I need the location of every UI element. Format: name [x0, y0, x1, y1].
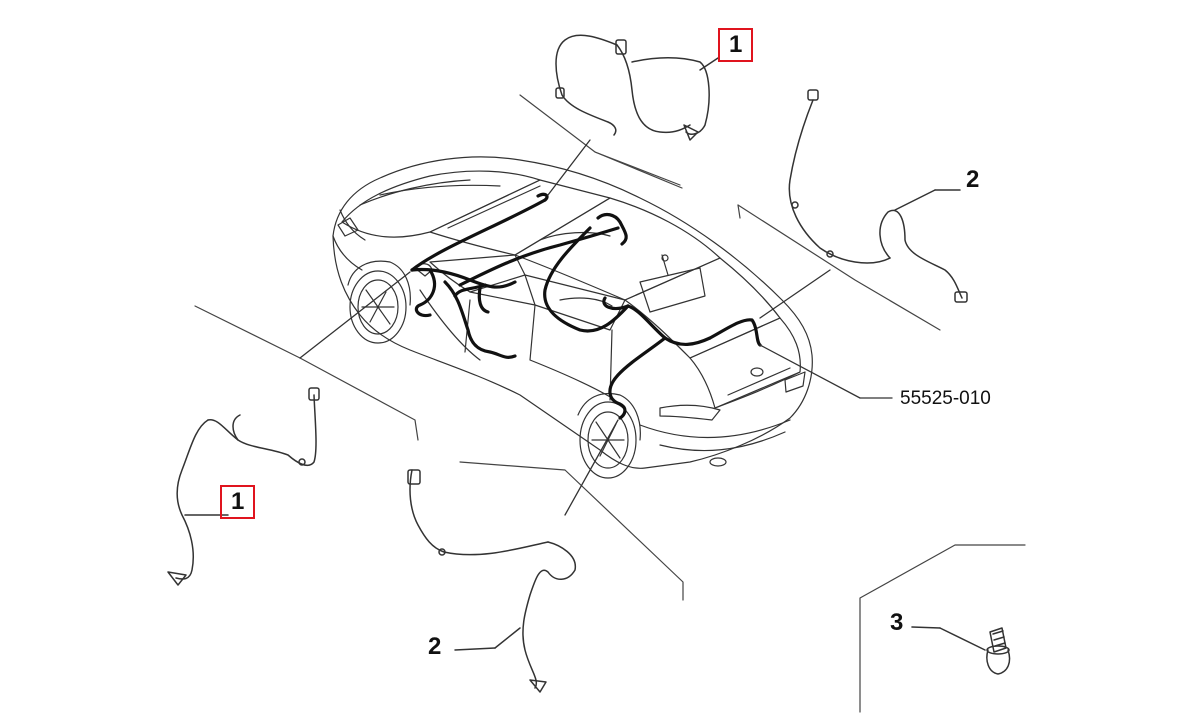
callout-1-left[interactable]: 1 [220, 485, 256, 519]
harness-leader-lines [299, 139, 893, 516]
sensor-1-top [555, 34, 719, 141]
callout-2-right[interactable]: 2 [966, 166, 980, 193]
harness-part-number[interactable]: 55525-010 [900, 388, 991, 409]
sensor-2-bottom [407, 469, 576, 693]
callout-3-screw[interactable]: 3 [890, 609, 904, 636]
car-body [332, 156, 813, 479]
screw-part-3 [911, 626, 1011, 675]
wiring-harness [410, 192, 762, 420]
callout-2-bottom[interactable]: 2 [428, 633, 442, 660]
sensor-2-right [788, 89, 968, 303]
callout-1-top[interactable]: 1 [718, 28, 754, 62]
guide-lines [194, 94, 1026, 713]
sensor-1-left [167, 387, 320, 586]
